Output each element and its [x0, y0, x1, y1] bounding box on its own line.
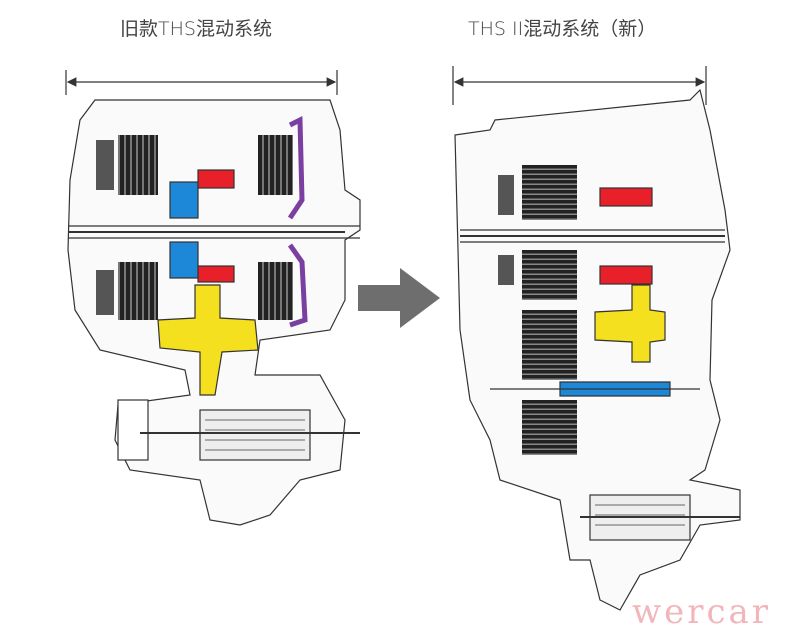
new-mg1-coil-top: [522, 165, 577, 220]
old-ths-diagram: [65, 70, 361, 526]
old-counter-gear: [157, 284, 259, 396]
new-planetary: [599, 187, 653, 207]
new-mg2-coil-top: [522, 310, 577, 380]
old-planetary: [197, 169, 235, 189]
new-mg1-coil-bottom: [522, 250, 577, 300]
watermark: wercar: [632, 592, 772, 632]
old-differential: [199, 409, 311, 461]
old-damper: [287, 116, 308, 328]
new-system-title: THS II混动系统（新）: [468, 18, 657, 40]
new-counter-gear: [594, 284, 666, 363]
new-ths2-diagram: [452, 66, 741, 611]
old-mg2-coil-top: [258, 135, 293, 195]
old-system-title: 旧款THS混动系统: [120, 18, 272, 40]
new-mg2-coil-bottom: [522, 400, 577, 455]
old-mg1-coil-top: [118, 135, 158, 195]
old-mg1-coil-bottom: [118, 262, 158, 320]
old-mg2-coil-bottom: [258, 262, 293, 320]
old-sun-gear: [169, 181, 199, 219]
transition-arrow: [358, 268, 440, 328]
